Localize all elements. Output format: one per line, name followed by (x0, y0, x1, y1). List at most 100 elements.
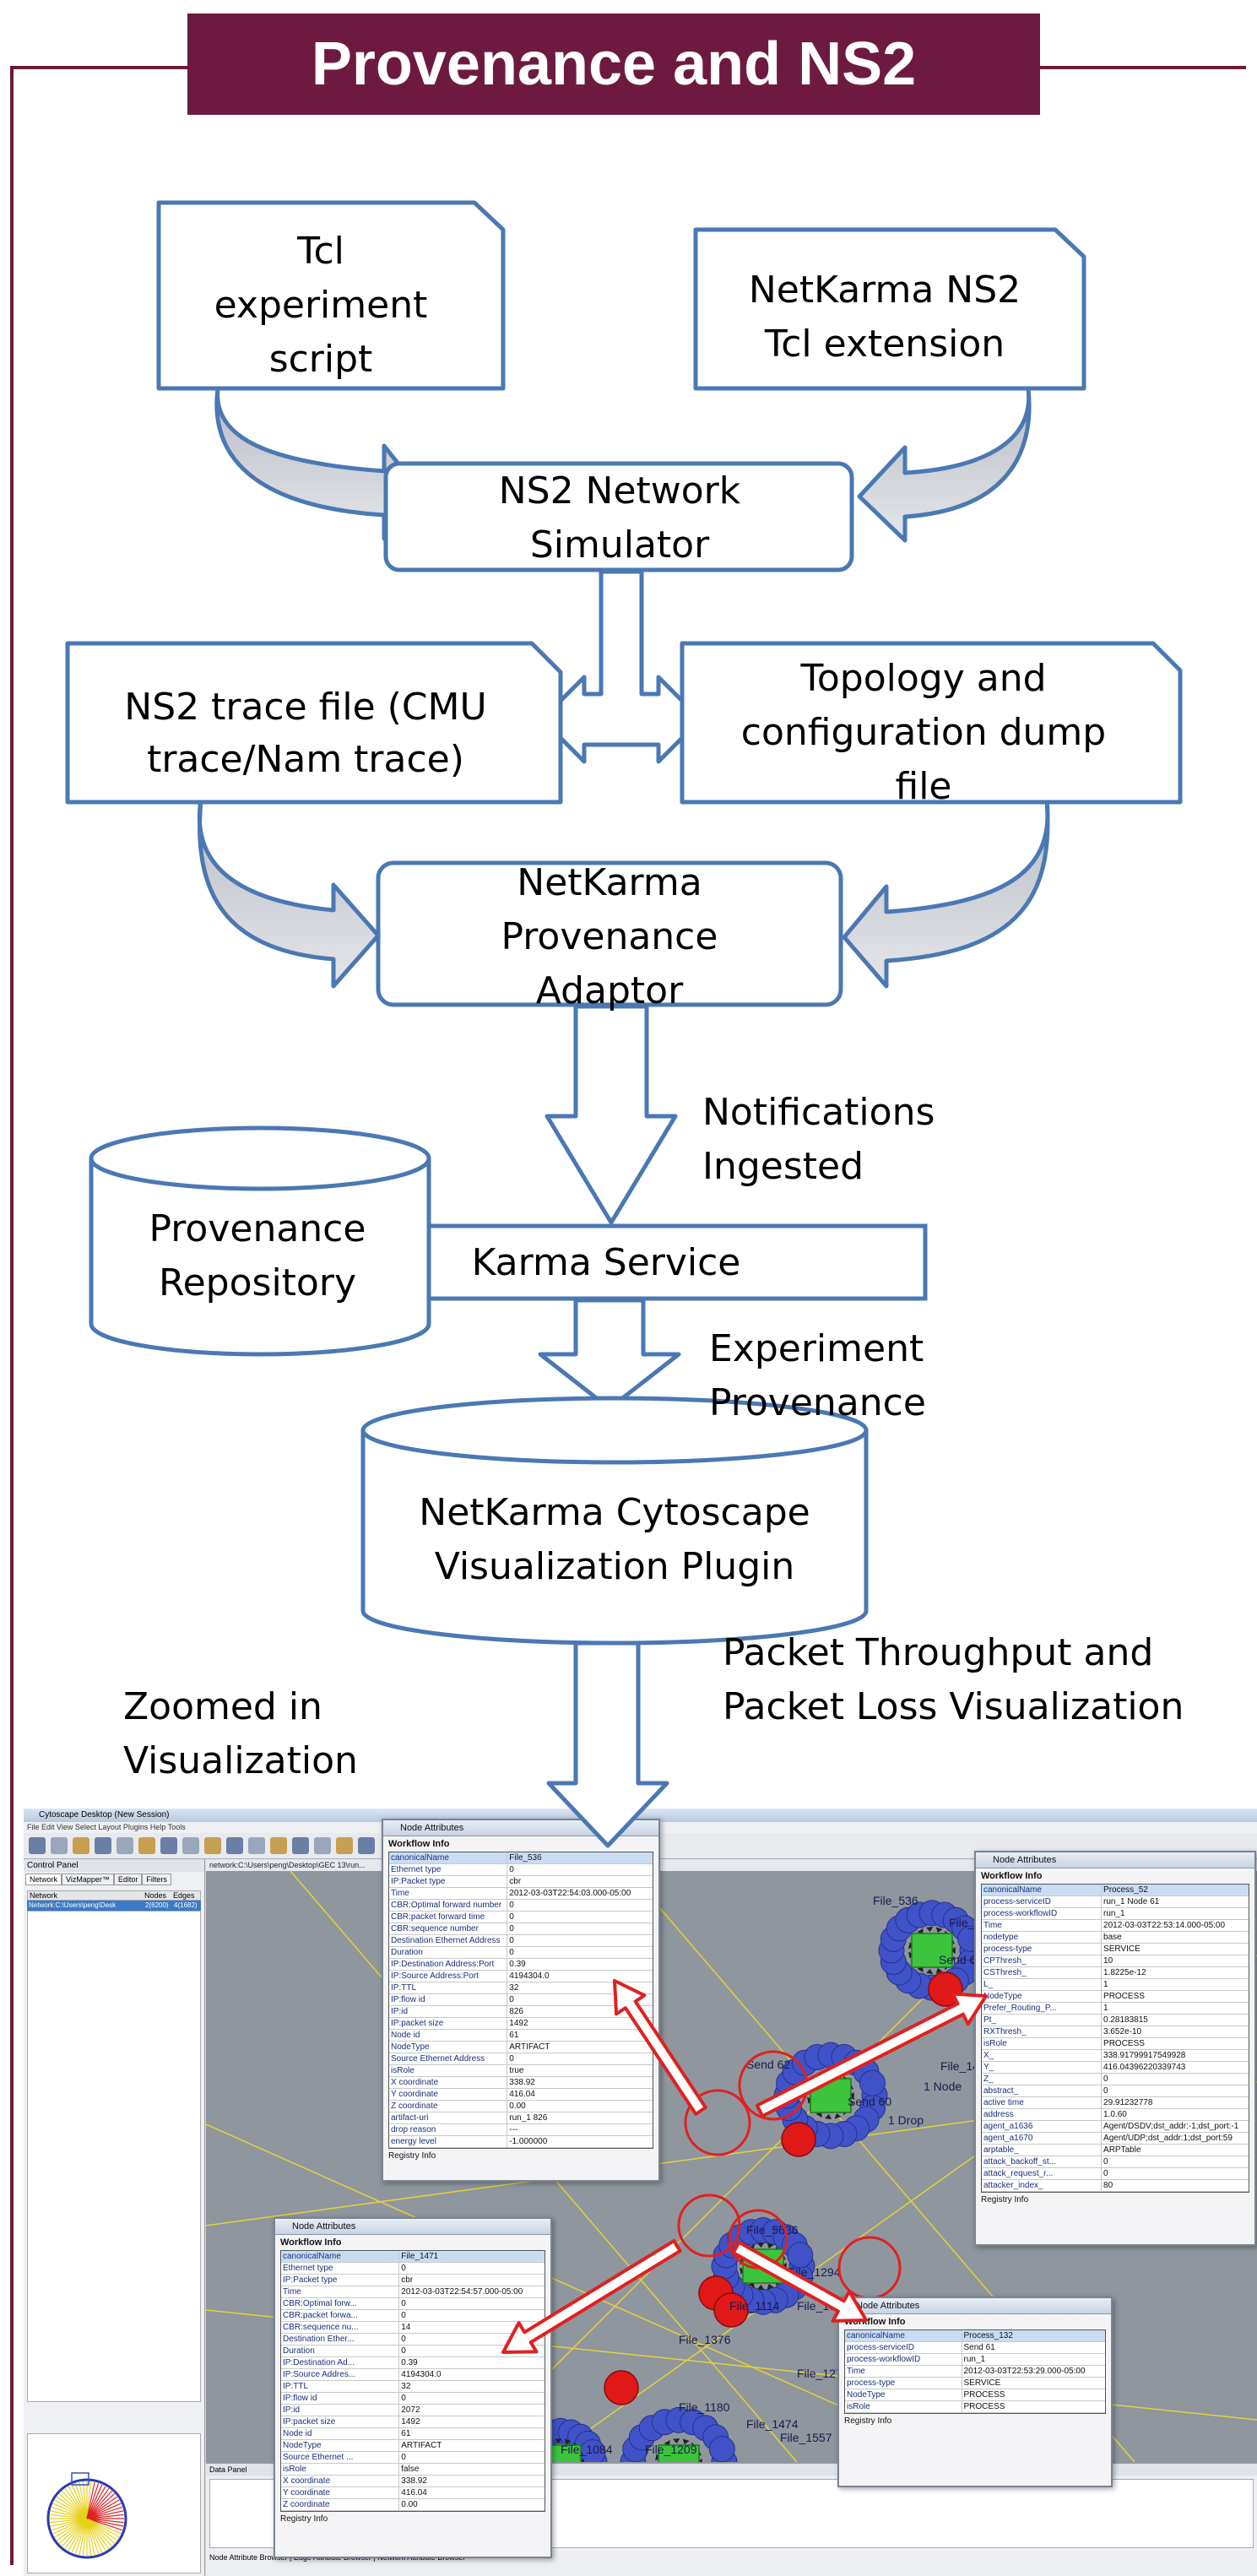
attribute-row[interactable]: CSThresh_1.8225e-12 (982, 1967, 1249, 1979)
toolbar-button-icon[interactable] (270, 1837, 287, 1854)
toolbar-button-icon[interactable] (73, 1837, 89, 1854)
overview-viewport[interactable] (71, 2472, 89, 2486)
attribute-row[interactable]: arptable_ARPTable (982, 2145, 1249, 2156)
toolbar-button-icon[interactable] (29, 1837, 46, 1854)
attribute-row[interactable]: CBR:Optimal forw...0 (281, 2298, 545, 2310)
attribute-row[interactable]: IP:Source Addres...4194304.0 (281, 2369, 545, 2381)
attribute-row[interactable]: CBR:packet forwa...0 (281, 2310, 545, 2322)
attribute-row[interactable]: Z_0 (982, 2074, 1249, 2085)
col-nodes[interactable]: Nodes (144, 1891, 167, 1900)
toolbar-button-icon[interactable] (95, 1837, 111, 1854)
attribute-row[interactable]: energy level-1.000000 (389, 2136, 653, 2148)
toolbar-button-icon[interactable] (160, 1837, 177, 1854)
toolbar-button-icon[interactable] (358, 1837, 375, 1854)
tab-network[interactable]: Network (25, 1874, 62, 1885)
toolbar-button-icon[interactable] (182, 1837, 199, 1854)
popup-title[interactable]: Node Attributes (275, 2219, 550, 2235)
popup-title[interactable]: Node Attributes (383, 1820, 658, 1836)
popup-title[interactable]: Node Attributes (976, 1852, 1254, 1868)
toolbar-button-icon[interactable] (116, 1837, 133, 1854)
toolbar-button-icon[interactable] (292, 1837, 309, 1854)
toolbar-button-icon[interactable] (248, 1837, 265, 1854)
col-network[interactable]: Network (30, 1891, 58, 1900)
popup-title[interactable]: Node Attributes (839, 2298, 1111, 2314)
tab-filters[interactable]: Filters (142, 1874, 171, 1885)
toolbar-button-icon[interactable] (51, 1837, 68, 1854)
network-row[interactable]: Network:C:\Users\peng\Desk 2(6200) 4(168… (27, 1901, 201, 1911)
attribute-row[interactable]: abstract_0 (982, 2085, 1249, 2097)
graph-node[interactable] (787, 2242, 814, 2269)
graph-drop-node[interactable] (604, 2370, 639, 2405)
attribute-row[interactable]: RXThresh_3.652e-10 (982, 2026, 1249, 2038)
attribute-row[interactable]: Source Ethernet ...0 (281, 2452, 545, 2464)
graph-process-node[interactable] (911, 1933, 953, 1968)
attribute-row[interactable]: X_338.91799917549928 (982, 2050, 1249, 2062)
attribute-row[interactable]: attacker_index_80 (982, 2180, 1249, 2192)
attribute-row[interactable]: Y_416.04396220339743 (982, 2062, 1249, 2074)
menu-items[interactable]: File Edit View Select Layout Plugins Hel… (27, 1823, 186, 1831)
tab-vizmapper[interactable]: VizMapper™ (62, 1874, 114, 1885)
attribute-row[interactable]: Destination Ether...0 (281, 2334, 545, 2346)
attribute-row[interactable]: drop reason--- (389, 2124, 653, 2136)
attribute-row[interactable]: attack_request_r...0 (982, 2168, 1249, 2180)
attribute-row[interactable]: CBR:sequence nu...14 (281, 2322, 545, 2334)
graph-process-node[interactable] (658, 2444, 700, 2462)
toolbar-button-icon[interactable] (204, 1837, 221, 1854)
attribute-row[interactable]: Prefer_Routing_P...1 (982, 2003, 1249, 2015)
toolbar-button-icon[interactable] (314, 1837, 331, 1854)
